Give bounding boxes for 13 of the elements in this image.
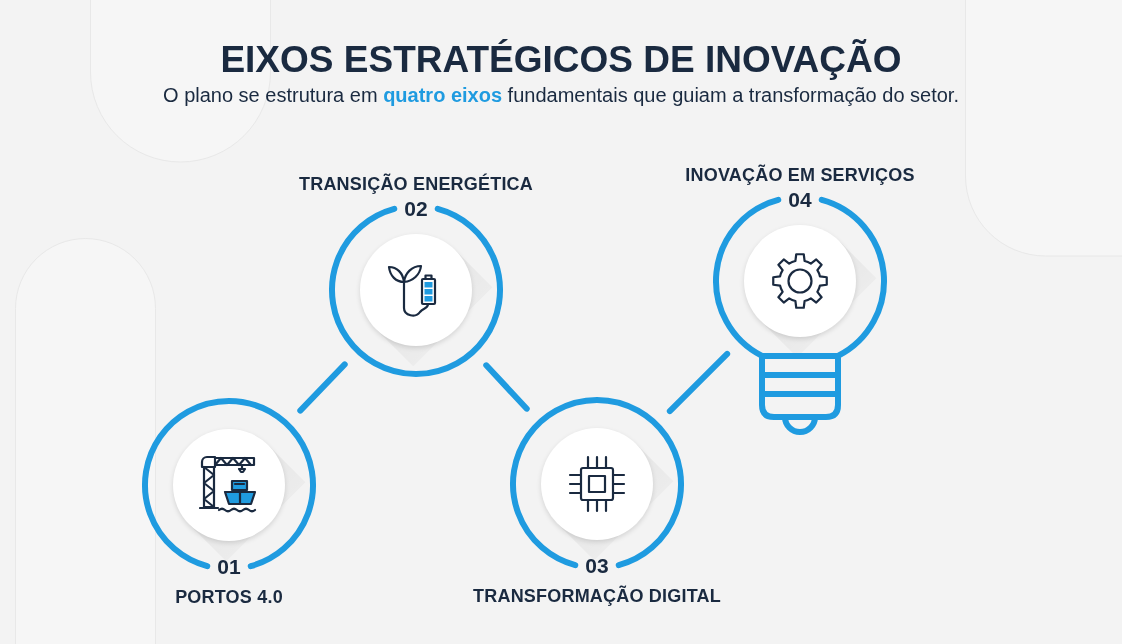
step-title: PORTOS 4.0 <box>175 586 283 608</box>
step-title: TRANSIÇÃO ENERGÉTICA <box>299 173 533 195</box>
step-number: 02 <box>404 197 428 221</box>
step-title: INOVAÇÃO EM SERVIÇOS <box>685 164 915 186</box>
connector-line <box>297 361 348 414</box>
connector-line <box>483 362 530 412</box>
page-title: EIXOS ESTRATÉGICOS DE INOVAÇÃO <box>220 38 902 82</box>
connector-line <box>666 350 731 415</box>
subtitle: O plano se estrutura em quatro eixos fundamentais que guiam a transformação do setor. <box>163 83 959 108</box>
step-title: TRANSFORMAÇÃO DIGITAL <box>473 585 721 607</box>
step-number: 04 <box>788 188 812 212</box>
step-number: 03 <box>585 554 609 578</box>
step-number: 01 <box>217 555 241 579</box>
